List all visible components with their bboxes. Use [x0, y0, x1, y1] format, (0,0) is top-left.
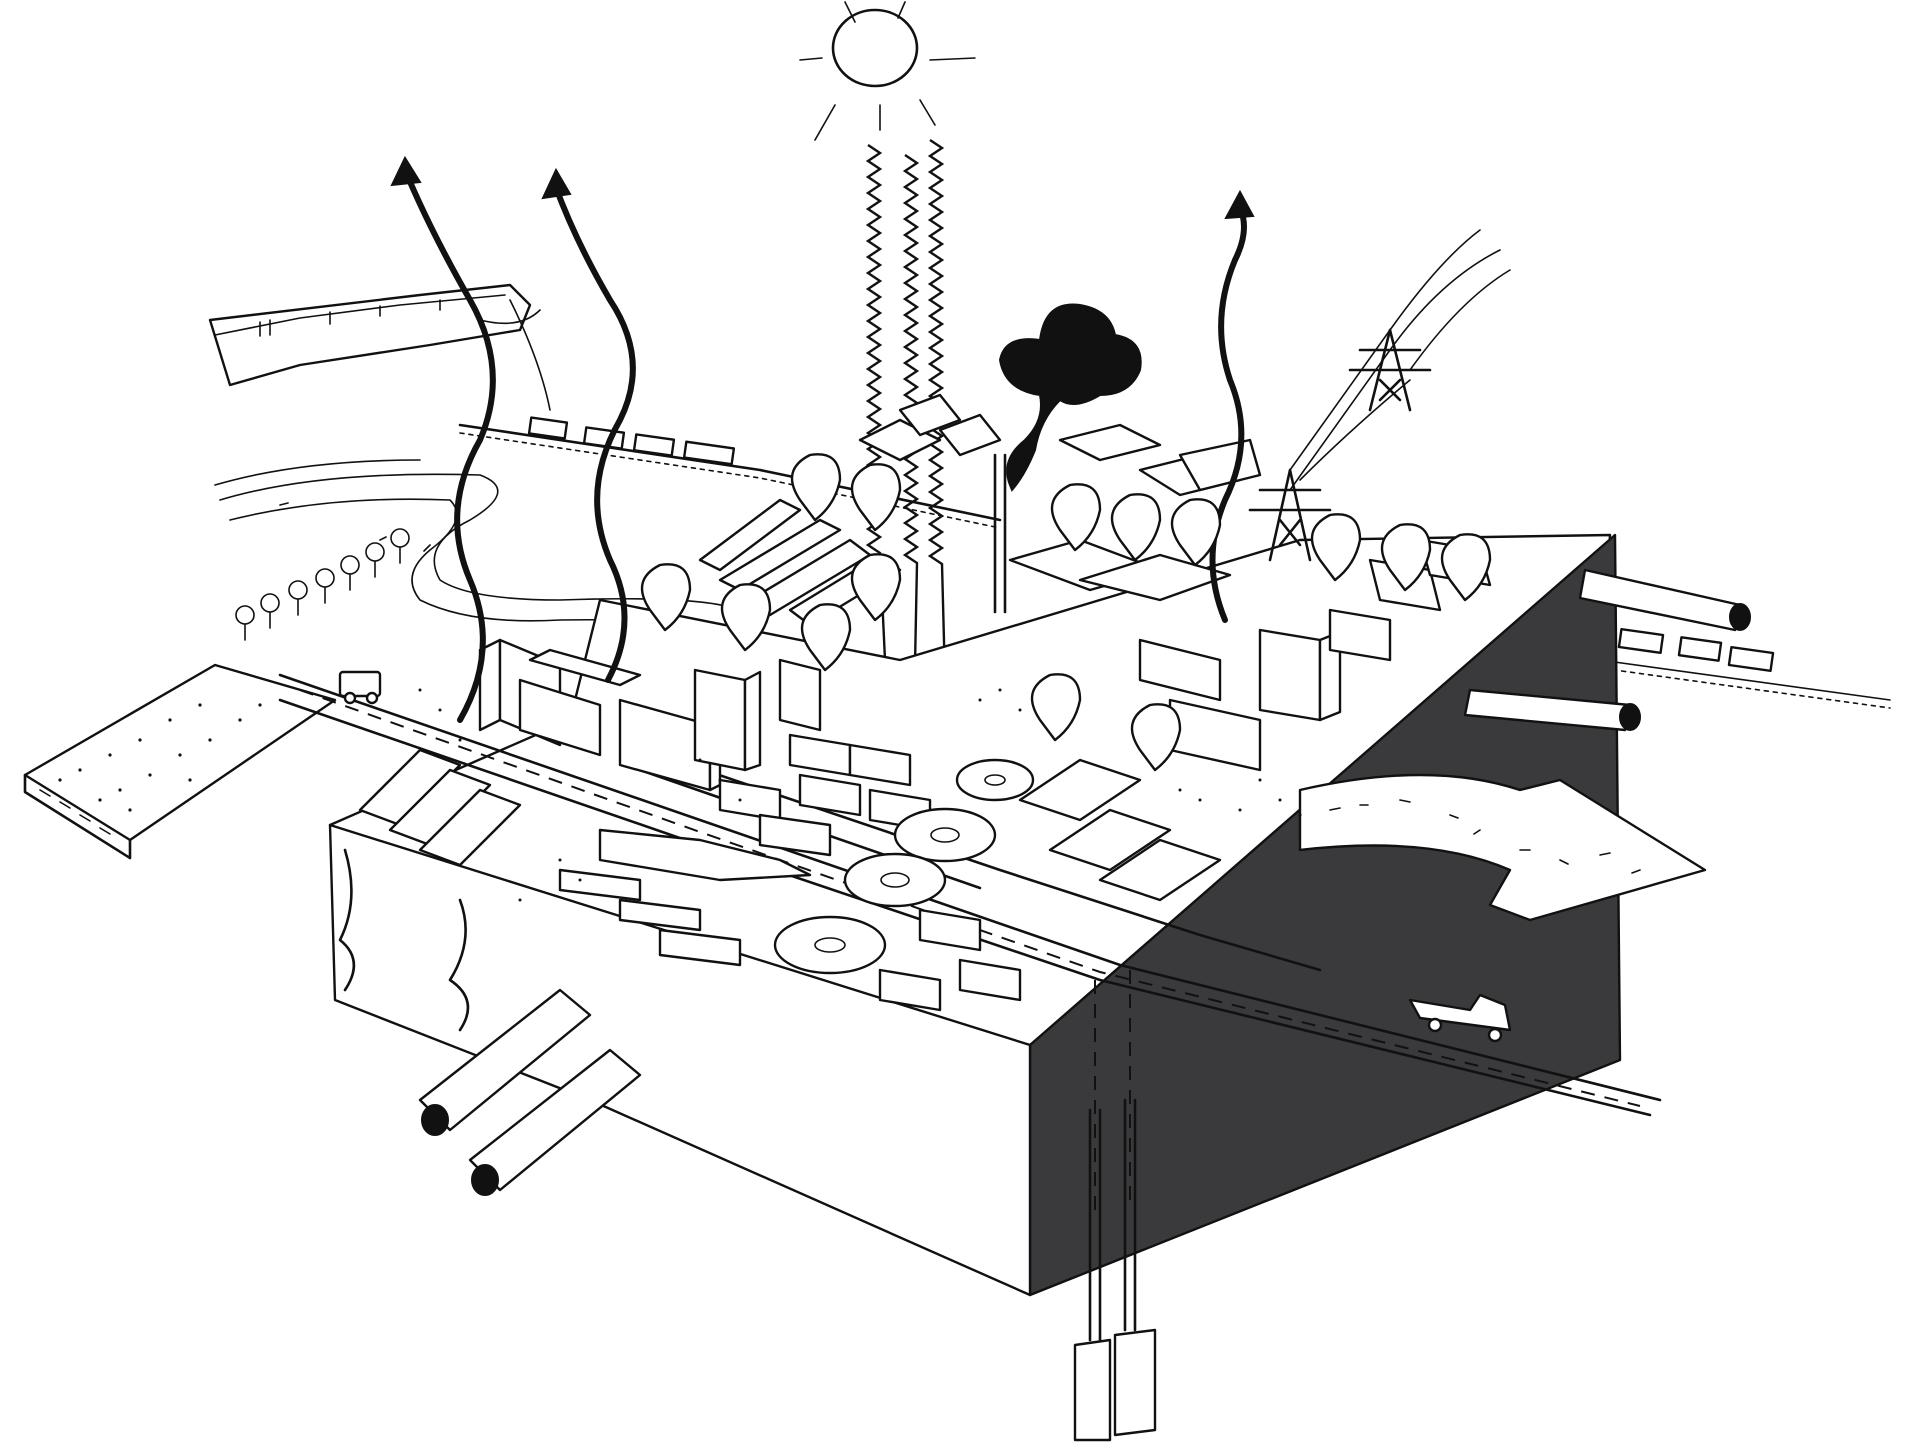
outflow-arrow	[1298, 773, 1707, 922]
texture-dots	[418, 688, 1302, 902]
water-reservoir	[208, 283, 551, 411]
groundwater-wells	[1073, 970, 1157, 1442]
heat-emission-arrows	[390, 155, 1255, 723]
field-strip	[23, 663, 337, 860]
smoke-plume	[993, 303, 1142, 614]
riverside-trees	[235, 528, 410, 641]
underground-pipes	[418, 568, 1751, 1196]
city-trees	[640, 453, 1492, 772]
treatment-basins	[773, 758, 1035, 975]
power-pylons	[1248, 229, 1511, 562]
sun-icon	[799, 1, 976, 141]
